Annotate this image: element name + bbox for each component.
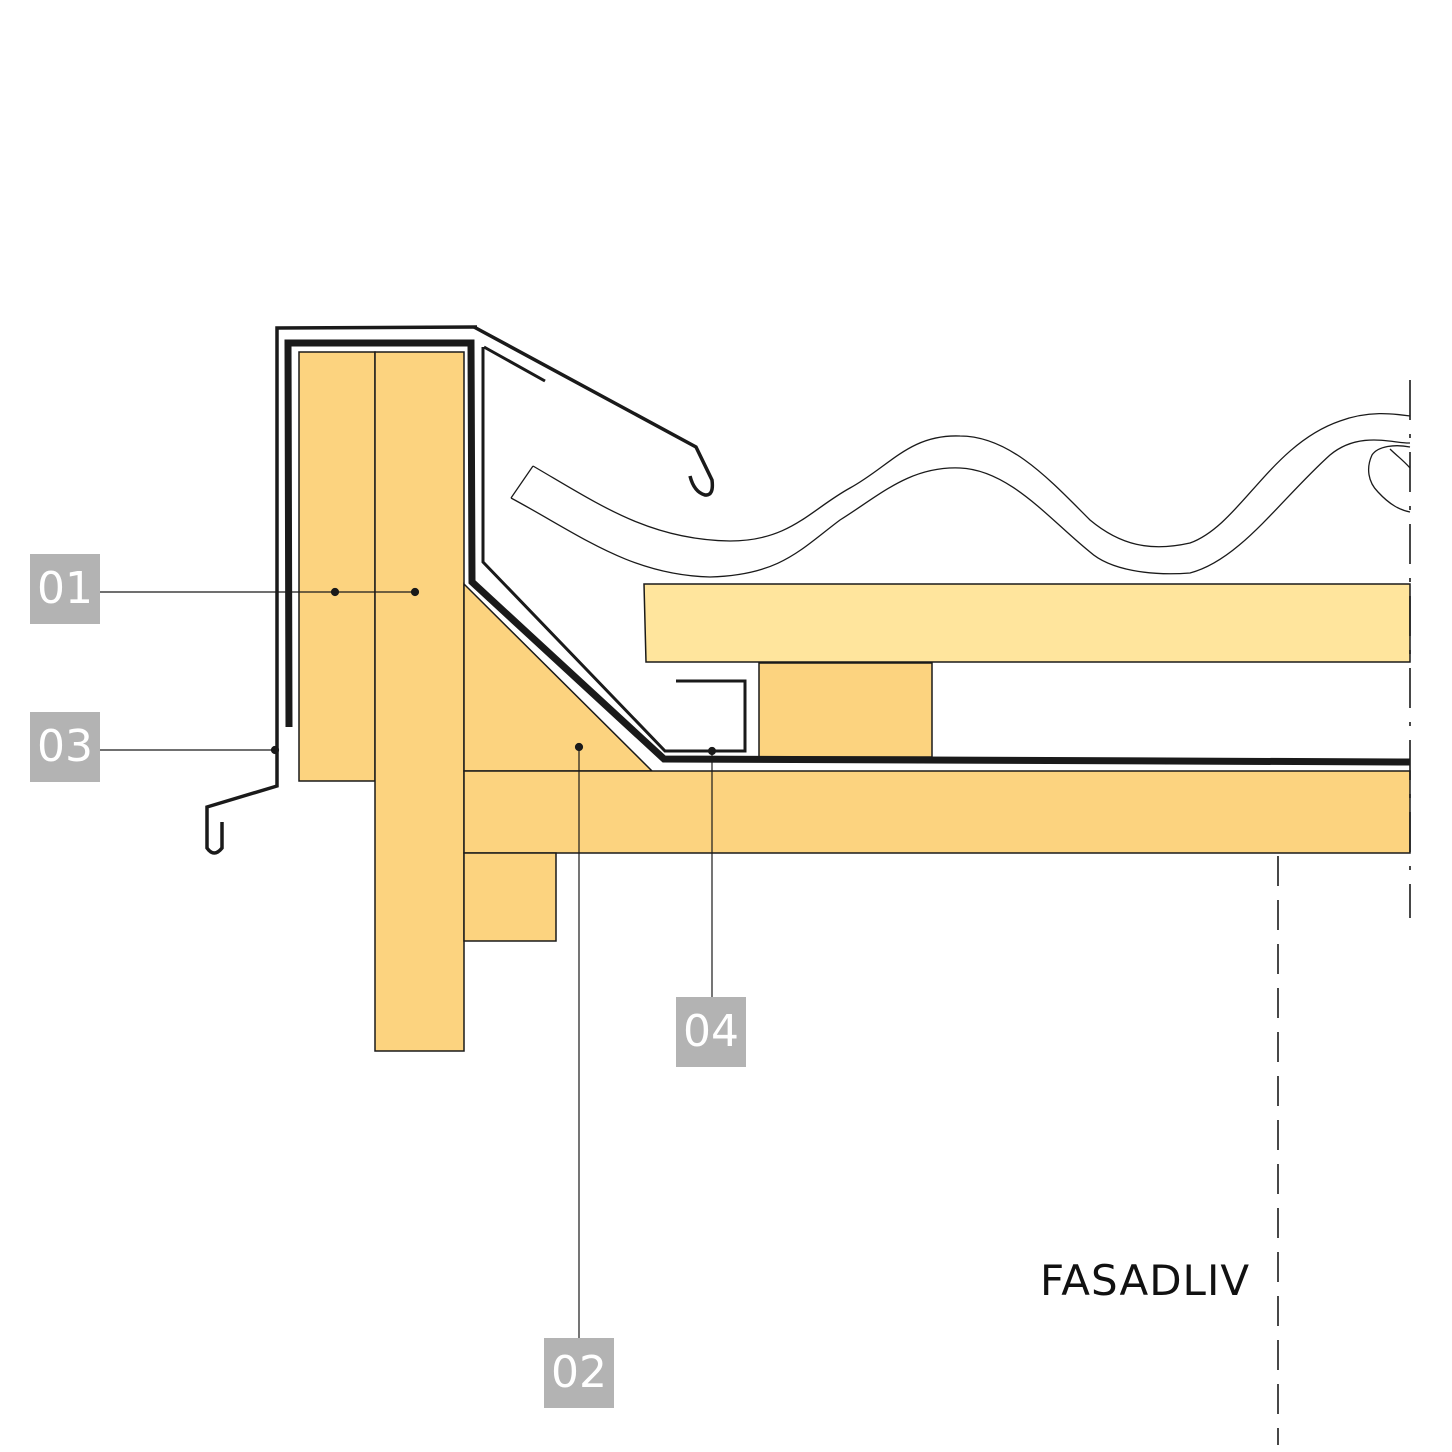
leader-04-dot: [707, 746, 717, 756]
roof-sheet-lower-edge: [510, 439, 1411, 578]
callout-02: 02: [544, 1338, 614, 1408]
facade-line-label: FASADLIV: [1040, 1256, 1251, 1305]
support-block: [463, 852, 557, 942]
callout-03: 03: [30, 712, 100, 782]
fascia-board-outer: [298, 351, 376, 782]
batten-board: [643, 583, 1411, 663]
roof-sheet-overlap: [1367, 445, 1411, 513]
callout-04: 04: [676, 997, 746, 1067]
outer-cap-flashing: [205, 325, 478, 855]
corrugated-roofing: [510, 412, 1411, 578]
leader-01-dot-a: [330, 587, 340, 597]
valley-liner: [481, 347, 747, 753]
outer-cap-flashing-slope: [473, 325, 715, 497]
inner-flashing: [284, 339, 1411, 766]
timber-members: [298, 351, 1411, 1052]
inner-liner-lip: [483, 345, 546, 383]
roof-sheet-upper-edge: [532, 412, 1411, 548]
spacer-block: [758, 662, 933, 758]
leader-01-dot-b: [410, 587, 420, 597]
main-beam: [463, 770, 1411, 854]
fascia-board-inner: [374, 351, 465, 1052]
callout-01: 01: [30, 554, 100, 624]
triangular-wedge: [463, 582, 654, 772]
flashings: [205, 325, 1411, 855]
leader-02-dot: [574, 742, 584, 752]
leader-lines: [100, 587, 717, 1338]
roof-sheet-end: [510, 465, 534, 499]
leader-03-dot: [270, 745, 280, 755]
roof-sheet-overlap-inner: [1389, 448, 1411, 469]
